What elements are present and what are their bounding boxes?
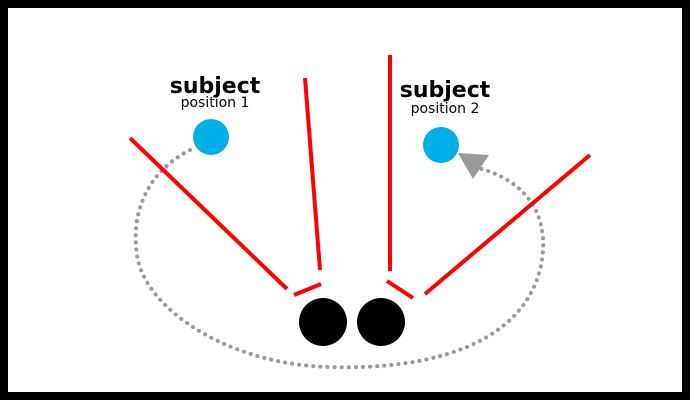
- subject-2-label: subject position 2: [395, 78, 495, 117]
- camera-left: [299, 298, 347, 346]
- subject-1-title: subject: [169, 74, 261, 99]
- left-camera-inner-line: [303, 77, 322, 271]
- subject-2-title: subject: [399, 78, 491, 103]
- motion-path: [133, 148, 546, 370]
- arrowhead-icon: [458, 153, 489, 179]
- subject-2-subtitle: position 2: [410, 101, 480, 117]
- subject-1-subtitle: position 1: [180, 95, 250, 111]
- subject-position-2: [423, 127, 459, 163]
- right-camera-front: [385, 279, 415, 300]
- subject-1-label: subject position 1: [165, 74, 265, 111]
- view-lines: [128, 55, 592, 300]
- left-camera-front: [293, 282, 322, 297]
- camera-right: [357, 298, 405, 346]
- left-camera-outer-line: [128, 136, 289, 291]
- right-camera-outer-line: [423, 153, 592, 296]
- subject-position-1: [193, 119, 229, 155]
